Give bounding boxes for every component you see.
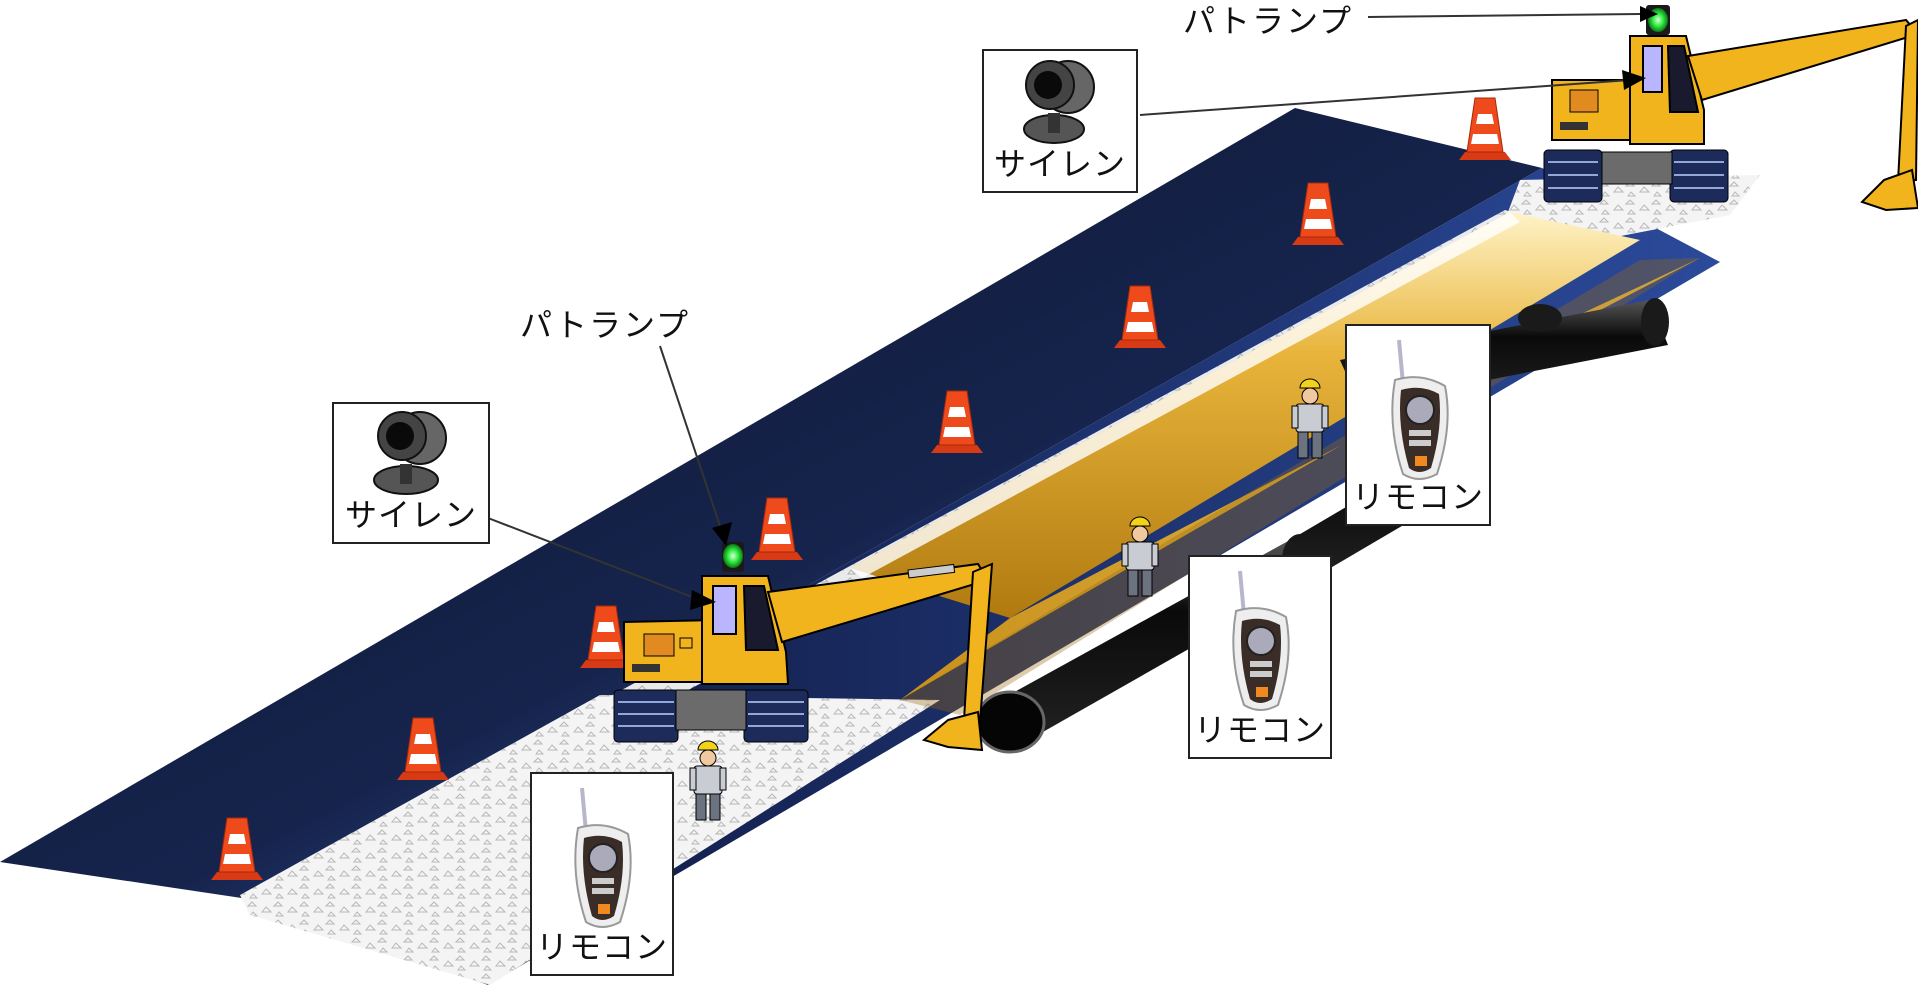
- patolamp-label-left: パトランプ: [520, 306, 691, 344]
- traffic-cone-icon: [751, 497, 803, 560]
- arrow-siren-left: [690, 590, 716, 610]
- remote-control-icon: [574, 787, 632, 928]
- worker-icon: [1121, 516, 1159, 597]
- arrow-patolamp-top: [1640, 6, 1658, 22]
- leader-siren-top: [1139, 79, 1631, 116]
- siren-label-left: サイレン: [344, 496, 477, 534]
- siren-icon: [373, 411, 447, 495]
- remote-label-3: リモコン: [535, 928, 668, 966]
- excavator-front: [613, 562, 994, 752]
- worker-icon: [1291, 378, 1329, 459]
- siren-label-top: サイレン: [993, 145, 1126, 183]
- arrow-patolamp-left: [712, 522, 732, 546]
- traffic-cone-icon: [1114, 285, 1166, 348]
- remote-box-2: リモコン: [1188, 555, 1332, 759]
- siren-box-top: サイレン: [982, 49, 1138, 193]
- traffic-cone-icon: [580, 605, 632, 668]
- traffic-cone-icon: [931, 390, 983, 453]
- remote-label-2: リモコン: [1193, 711, 1326, 749]
- trench-rim: [850, 212, 1520, 578]
- patolamp-label-top: パトランプ: [1183, 2, 1354, 40]
- leader-patolamp-left: [659, 345, 723, 533]
- leader-patolamp-top: [1367, 13, 1641, 18]
- remote-label-1: リモコン: [1351, 478, 1484, 516]
- leader-siren-left: [487, 517, 701, 601]
- arrow-siren-top: [1622, 70, 1646, 90]
- patrol-lamp-back: [1646, 5, 1670, 35]
- traffic-cone-icon: [1292, 182, 1344, 245]
- patrol-lamp-front: [722, 542, 744, 572]
- remote-box-1: リモコン: [1345, 324, 1491, 526]
- siren-icon: [1023, 60, 1095, 144]
- traffic-cone-icon: [397, 717, 449, 780]
- worker-icon: [689, 740, 727, 821]
- traffic-cone-icon: [1459, 97, 1511, 160]
- excavator-back: [1543, 18, 1918, 212]
- siren-box-left: サイレン: [332, 402, 490, 544]
- traffic-cone-icon: [211, 817, 263, 880]
- remote-control-icon: [1391, 339, 1449, 480]
- remote-box-3: リモコン: [530, 772, 674, 976]
- trench-far-wall: [850, 212, 1640, 618]
- remote-control-icon: [1232, 570, 1290, 711]
